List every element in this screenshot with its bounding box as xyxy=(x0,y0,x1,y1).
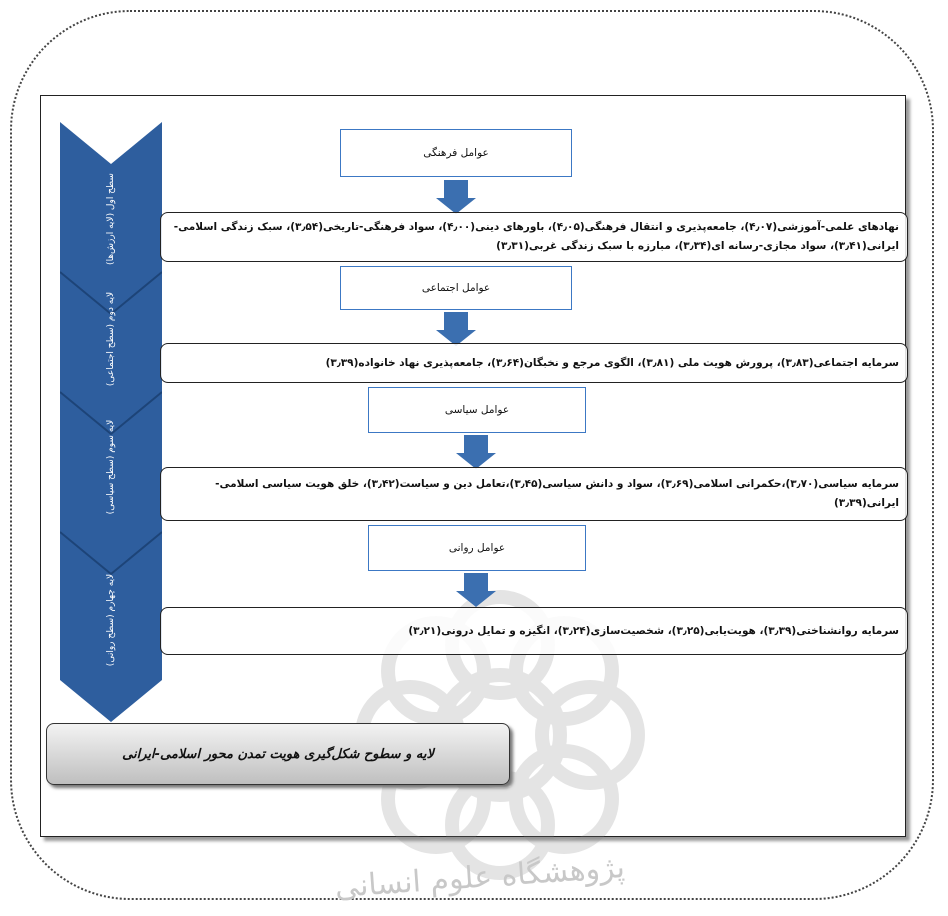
down-arrow-icon xyxy=(436,312,476,346)
dotted-rounded-frame xyxy=(10,10,934,900)
factor-psychological: عوامل روانی xyxy=(368,525,586,571)
level-label-2: لایه دوم (سطح اجتماعی) xyxy=(106,291,116,387)
level-chevron-column xyxy=(60,122,162,722)
details-cultural: نهادهای علمی-آموزشی(۴٫۰۷)، جامعه‌پذیری و… xyxy=(160,212,908,262)
level-label-4: لایه چهارم (سطح روانی) xyxy=(106,573,116,667)
details-political: سرمایه سیاسی(۳٫۷۰)،حکمرانی اسلامی(۳٫۶۹)،… xyxy=(160,467,908,521)
down-arrow-icon xyxy=(436,180,476,214)
factor-political: عوامل سیاسی xyxy=(368,387,586,433)
down-arrow-icon xyxy=(456,573,496,607)
factor-cultural: عوامل فرهنگی xyxy=(340,129,572,177)
details-psychological: سرمایه روانشناختی(۳٫۳۹)، هویت‌یابی(۳٫۲۵)… xyxy=(160,607,908,655)
level-label-1: سطح اول (لایه ارزش‌ها) xyxy=(106,173,116,265)
level-label-3: لایه سوم (سطح سیاسی) xyxy=(106,419,116,515)
details-social: سرمایه اجتماعی(۳٫۸۳)، پرورش هویت ملی (۳٫… xyxy=(160,343,908,383)
factor-social: عوامل اجتماعی xyxy=(340,266,572,310)
down-arrow-icon xyxy=(456,435,496,469)
footer-title: لایه و سطوح شکل‌گیری هویت تمدن محور اسلا… xyxy=(46,723,510,785)
